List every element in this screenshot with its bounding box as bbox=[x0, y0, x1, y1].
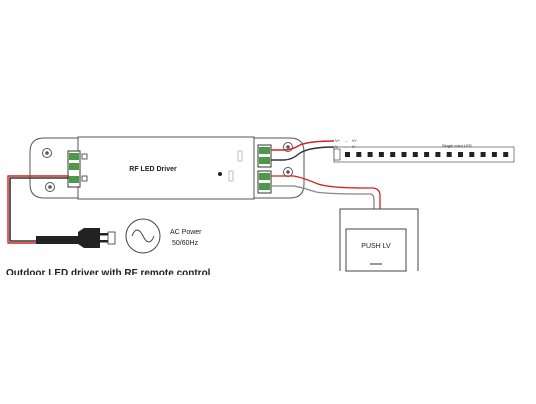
led-chip bbox=[401, 152, 407, 157]
led-chip bbox=[367, 152, 373, 157]
diagram-caption: Outdoor LED driver with RF remote contro… bbox=[6, 268, 211, 275]
push-wiring bbox=[271, 175, 381, 210]
ac-power-frequency: 50/60Hz bbox=[172, 240, 199, 247]
led-chip bbox=[446, 152, 452, 157]
ac-wiring bbox=[7, 175, 69, 244]
ac-power-label: AC Power bbox=[170, 229, 202, 236]
input-terminal bbox=[67, 150, 88, 188]
led-chip bbox=[390, 152, 396, 157]
driver-label: RF LED Driver bbox=[129, 166, 177, 173]
push-switch: PUSH LV bbox=[339, 208, 419, 272]
led-chip bbox=[424, 152, 430, 157]
polarity-v-minus-out: V- bbox=[352, 144, 356, 149]
led-strip-label: Single color LED bbox=[442, 143, 472, 148]
led-chip bbox=[491, 152, 497, 157]
led-strip-wiring bbox=[271, 140, 335, 161]
led-chip bbox=[503, 152, 509, 157]
led-chips bbox=[345, 152, 509, 157]
led-chip bbox=[378, 152, 384, 157]
led-strip: V+ → V+ V- → V- Single color LED bbox=[333, 138, 515, 163]
learning-key bbox=[218, 172, 222, 176]
led-chip bbox=[480, 152, 486, 157]
polarity-v-plus-out: V+ bbox=[352, 138, 358, 143]
driver-label-panel bbox=[77, 136, 255, 200]
led-chip bbox=[435, 152, 441, 157]
rf-led-driver: RF LED Driver bbox=[29, 136, 305, 200]
led-chip bbox=[345, 152, 350, 157]
output-terminal bbox=[257, 144, 272, 168]
led-chip bbox=[469, 152, 475, 157]
svg-text:→: → bbox=[344, 138, 348, 143]
polarity-v-minus-in: V- bbox=[335, 144, 339, 149]
led-chip bbox=[458, 152, 463, 157]
led-chip bbox=[356, 152, 362, 157]
svg-text:→: → bbox=[344, 144, 348, 149]
push-input-terminal bbox=[257, 170, 272, 194]
led-chip bbox=[412, 152, 418, 157]
ac-plug bbox=[36, 228, 116, 248]
push-switch-label: PUSH LV bbox=[361, 243, 391, 250]
ac-power-source: AC Power 50/60Hz bbox=[125, 218, 202, 254]
polarity-v-plus-in: V+ bbox=[335, 138, 341, 143]
